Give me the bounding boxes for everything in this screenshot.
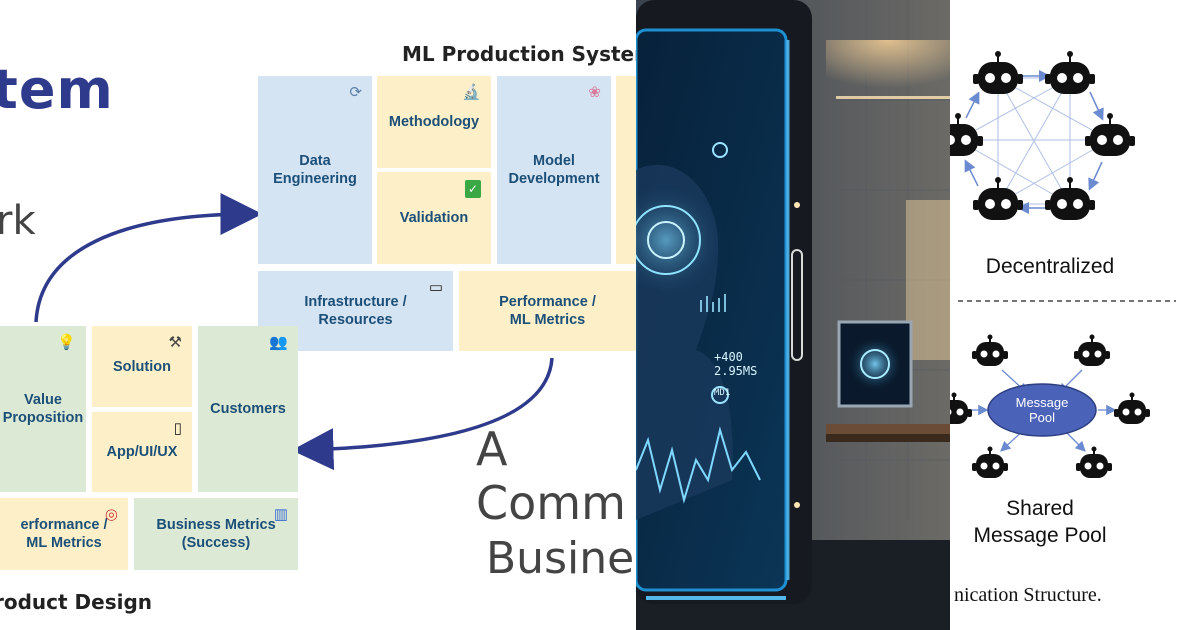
arrow-to-production [34, 193, 263, 323]
lightbulb-icon: 💡 [57, 334, 76, 351]
bar-chart-icon: ▥ [273, 506, 288, 523]
cell-partial-right [616, 76, 636, 264]
hud-readout-3: MD1 [714, 388, 731, 398]
cell-methodology: 🔬 Methodology [377, 76, 491, 168]
shared-label-line2: Message Pool [973, 524, 1107, 547]
hud-readouts: +400 2.95MS MD1 [714, 350, 757, 400]
ring-arrows [964, 70, 1104, 214]
microscope-icon: 🔬 [462, 84, 481, 101]
shared-label-line1: Shared [1006, 497, 1074, 520]
message-pool-ellipse [987, 383, 1097, 437]
brain-icon: ❀ [588, 84, 601, 101]
cell-infrastructure: ▭ Infrastructure / Resources [258, 271, 453, 351]
agent-network-diagram [950, 50, 1176, 479]
title-fragment: tem [0, 58, 114, 121]
word-fragment-business: Busines [486, 533, 636, 584]
word-fragment-comm: A Comm [476, 422, 626, 530]
phone-icon: ▯ [173, 420, 182, 437]
message-pool-label: Message Pool [1015, 395, 1069, 425]
canvas-title: ML Production System [402, 42, 636, 66]
cell-performance-ml: Performance / ML Metrics [459, 271, 636, 351]
hud-readout-1: +400 [714, 350, 743, 364]
figure-caption-fragment: nication Structure. [954, 584, 1102, 606]
futuristic-scene-panel: +400 2.95MS MD1 [636, 0, 950, 630]
monitor-icon: ▭ [428, 279, 443, 296]
people-icon: 👥 [269, 334, 288, 351]
word-fragment-work: rk [0, 198, 36, 244]
hud-readout-2: 2.95MS [714, 364, 758, 378]
refresh-icon: ⟳ [349, 84, 362, 101]
futuristic-scene-illustration [636, 0, 950, 630]
check-icon: ✓ [464, 180, 481, 198]
agent-communication-panel: Decentralized Message Pool Shared Messag… [950, 0, 1200, 630]
flow-arrows [34, 193, 554, 471]
cell-value-proposition: 💡 Value Proposition [0, 326, 86, 492]
cell-business-metrics: ▥ Business Metrics (Success) [134, 498, 298, 570]
ml-canvas-panel: tem rk A Comm Busines ML Production Syst… [0, 42, 636, 614]
tools-icon: ⚒ [168, 334, 182, 351]
product-design-caption: roduct Design [0, 590, 153, 614]
arrow-to-product [291, 357, 554, 471]
cell-app-ui-ux: ▯ App/UI/UX [92, 412, 192, 492]
cell-solution: ⚒ Solution [92, 326, 192, 407]
cell-performance-ml-2: ◎ erformance / ML Metrics [0, 498, 128, 570]
target-icon: ◎ [104, 506, 118, 523]
cell-customers: 👥 Customers [198, 326, 298, 492]
cell-model-development: ❀ Model Development [497, 76, 611, 264]
decentralized-label: Decentralized [985, 255, 1115, 278]
cell-data-engineering: ⟳ Data Engineering [258, 76, 372, 264]
cell-validation: ✓ Validation [377, 172, 491, 264]
